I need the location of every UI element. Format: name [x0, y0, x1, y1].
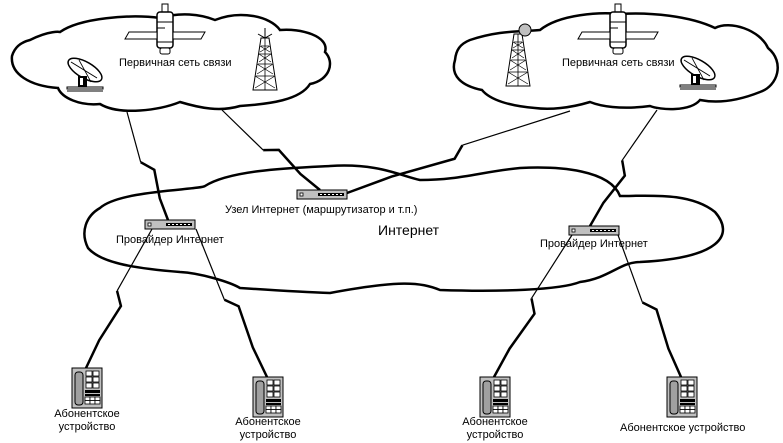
subscriber-2-label-line1: Абонентское [235, 416, 301, 428]
link-line [195, 228, 225, 300]
antenna-head-icon [518, 23, 532, 37]
link-line [621, 109, 658, 161]
lightning-link-icon [588, 160, 627, 227]
lightning-link-icon [223, 298, 269, 378]
primary-network-label-left: Первичная сеть связи [119, 57, 232, 69]
lightning-link-icon [641, 301, 683, 378]
link-line [116, 228, 153, 292]
provider-right-router-icon [568, 225, 620, 236]
provider-left-router-icon [144, 219, 196, 230]
link-line [531, 234, 573, 299]
lightning-link-icon [84, 290, 123, 369]
subscriber-1-label-line2: устройство [58, 421, 116, 433]
lightning-link-icon [263, 148, 321, 191]
internet-cloud [83, 164, 725, 295]
subscriber-4-label: Абонентское устройство [620, 422, 746, 434]
subscriber-1-label-line1: Абонентское [54, 408, 120, 420]
provider-right-label: Провайдер Интернет [540, 238, 648, 250]
subscriber-3-label-line1: Абонентское [462, 416, 528, 428]
subscriber-2-label: Абонентское устройство [233, 416, 303, 442]
subscriber-2-label-line2: устройство [239, 429, 297, 441]
telephone-icon [252, 376, 284, 418]
lightning-link-icon [346, 144, 464, 195]
links-layer [84, 109, 683, 378]
subscriber-3-label: Абонентское устройство [460, 416, 530, 442]
provider-left-label: Провайдер Интернет [116, 234, 224, 246]
link-line [462, 110, 571, 146]
link-line [126, 111, 142, 163]
subscriber-3-label-line2: устройство [466, 429, 524, 441]
lightning-link-icon [140, 161, 170, 221]
telephone-icon [666, 376, 698, 418]
internet-node-router-icon [296, 189, 348, 200]
subscriber-1-label: Абонентское устройство [52, 408, 122, 434]
telephone-icon [71, 367, 103, 409]
internet-node-label: Узел Интернет (маршрутизатор и т.п.) [225, 204, 418, 216]
link-line [617, 234, 644, 303]
internet-cloud-label: Интернет [378, 222, 440, 238]
link-line [221, 109, 264, 151]
antenna-signal-icon [257, 28, 273, 39]
lightning-link-icon [492, 298, 536, 378]
telephone-icon [479, 376, 511, 418]
primary-network-label-right: Первичная сеть связи [562, 57, 675, 69]
